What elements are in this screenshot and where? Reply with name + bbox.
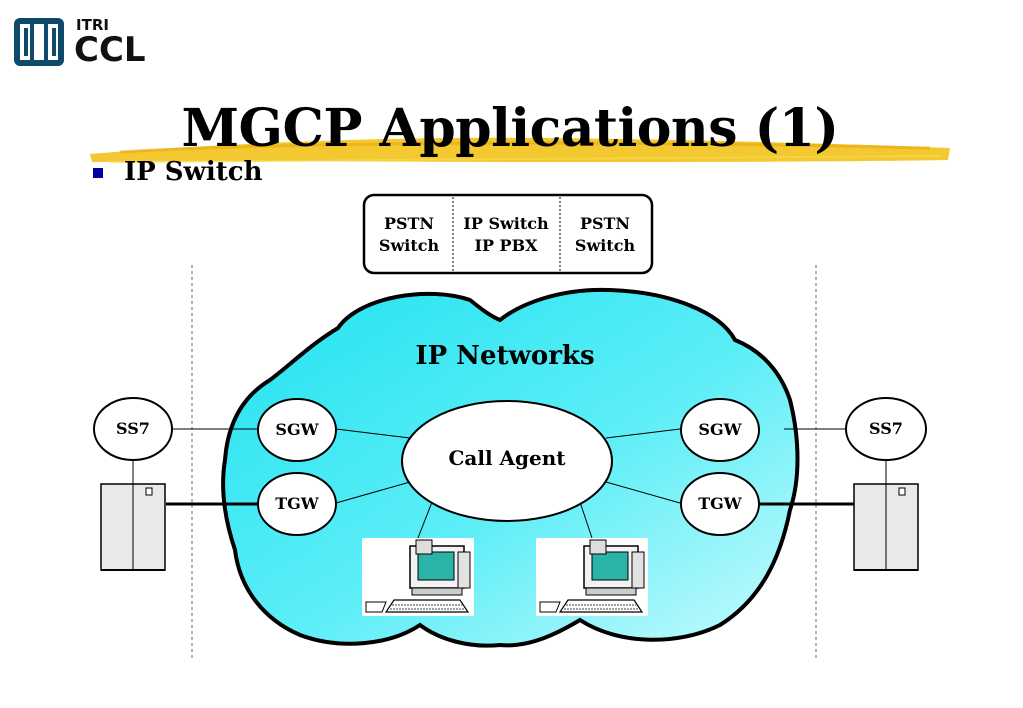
sgw-node-left: SGW <box>257 398 337 462</box>
page-title: MGCP Applications (1) <box>181 98 839 159</box>
workstation-right-icon <box>536 538 648 616</box>
svg-text:Call Agent: Call Agent <box>448 446 566 470</box>
call-agent-node: Call Agent <box>401 400 613 522</box>
pstn-switch-cabinet-left-icon <box>100 483 166 571</box>
legend-cell-1-line2: Switch <box>379 236 440 255</box>
legend-cell-3-line1: PSTN <box>580 214 630 233</box>
svg-text:SGW: SGW <box>275 420 319 439</box>
logo-itri-text: ITRI <box>76 16 109 34</box>
protocol-legend-box: PSTN Switch IP Switch IP PBX PSTN Switch <box>362 193 654 275</box>
bullet-icon <box>93 168 103 178</box>
svg-text:SGW: SGW <box>698 420 742 439</box>
title-highlight-stroke <box>90 137 950 163</box>
signaling-links <box>132 428 887 539</box>
legend-cell-1-line1: PSTN <box>384 214 434 233</box>
svg-text:SS7: SS7 <box>116 419 150 438</box>
workstation-left-icon <box>362 538 474 616</box>
svg-text:SS7: SS7 <box>869 419 903 438</box>
svg-text:TGW: TGW <box>698 494 743 513</box>
sgw-node-right: SGW <box>680 398 760 462</box>
tgw-node-left: TGW <box>257 472 337 536</box>
bullet-item-ip-switch: IP Switch <box>124 157 263 187</box>
legend-cell-2-line2: IP PBX <box>474 236 538 255</box>
cloud-label: IP Networks <box>415 341 594 371</box>
legend-cell-3-line2: Switch <box>575 236 636 255</box>
svg-text:TGW: TGW <box>275 494 320 513</box>
ss7-node-left: SS7 <box>93 397 173 461</box>
logo-ccl-text: CCL <box>74 30 146 70</box>
itri-emblem-icon <box>14 18 64 66</box>
tgw-node-right: TGW <box>680 472 760 536</box>
ss7-node-right: SS7 <box>845 397 927 461</box>
legend-cell-2-line1: IP Switch <box>463 214 549 233</box>
itri-ccl-logo: ITRI CCL <box>12 14 162 70</box>
pstn-switch-cabinet-right-icon <box>853 483 919 571</box>
